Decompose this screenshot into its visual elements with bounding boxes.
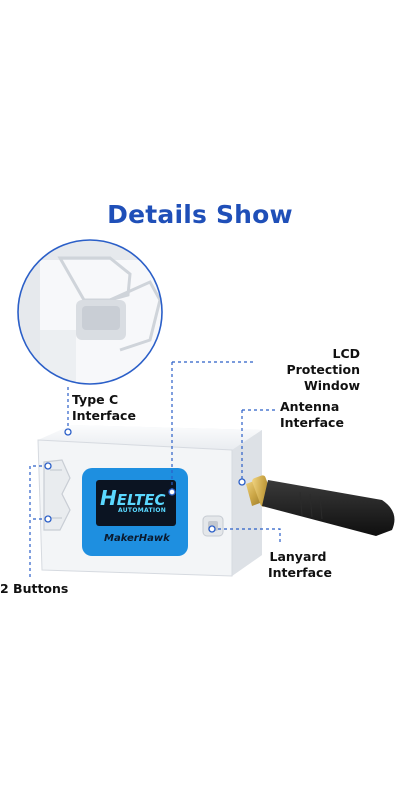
lcd-label-line1: LCD Protection <box>286 346 360 377</box>
screen-logo-sub: AUTOMATION <box>118 507 167 514</box>
lanyard-label-line1: Lanyard <box>269 549 327 564</box>
antenna-label-line2: Interface <box>280 415 344 430</box>
lanyard-label-line2: Interface <box>268 565 332 580</box>
type-c-label: Type C Interface <box>72 392 136 424</box>
antenna-label: Antenna Interface <box>280 399 344 431</box>
device-enclosure <box>37 425 262 577</box>
type-c-label-line2: Interface <box>72 408 136 423</box>
lanyard-label: Lanyard Interface <box>268 549 332 581</box>
screen-logo: HELTEC <box>100 486 174 510</box>
screen-logo-initial: H <box>100 486 117 510</box>
type-c-label-line1: Type C <box>72 392 119 407</box>
maker-logo: MakerHawk <box>104 533 170 544</box>
antenna-label-line1: Antenna <box>280 399 340 414</box>
lcd-label-line2: Window <box>303 378 360 393</box>
screen-logo-brand: ELTEC <box>116 491 166 509</box>
callout-dots <box>44 428 246 533</box>
antenna <box>246 475 395 536</box>
buttons-label: 2 Buttons <box>0 581 69 596</box>
page-title: Details Show <box>107 200 293 229</box>
callout-lines <box>29 361 281 580</box>
lcd-label: LCD Protection Window <box>260 346 360 394</box>
zoom-detail-circle <box>17 239 163 385</box>
